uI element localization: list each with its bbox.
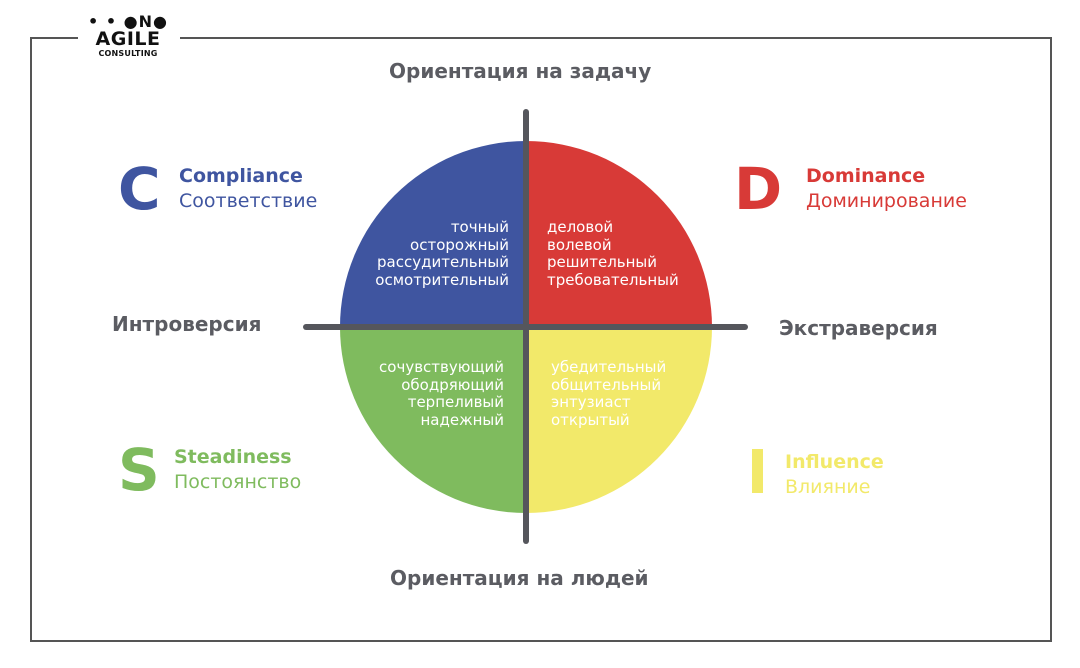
trait: ободряющий	[401, 375, 504, 394]
trait: убедительный	[551, 358, 667, 376]
trait: терпеливый	[407, 393, 504, 411]
axis-label-task-orientation: Ориентация на задачу	[389, 59, 652, 83]
trait: волевой	[547, 235, 612, 254]
agile-consulting-logo: • • ●N● AGILE CONSULTING	[78, 14, 178, 59]
letter-c: C	[118, 155, 161, 223]
trait: общительный	[551, 375, 662, 394]
trait: открытый	[551, 410, 630, 429]
steadiness-title-en: Steadiness	[174, 446, 292, 468]
dominance-title-en: Dominance	[806, 165, 926, 187]
dominance-title-ru: Доминирование	[806, 190, 967, 212]
traits-dominance: деловой волевой решительный требовательн…	[547, 218, 679, 289]
trait: осмотрительный	[375, 270, 509, 289]
axis-label-introversion: Интроверсия	[112, 312, 262, 336]
quadrant-dominance	[526, 141, 712, 327]
trait: сочувствующий	[379, 358, 504, 376]
compliance-title-en: Compliance	[179, 165, 303, 187]
influence-title-ru: Влияние	[785, 476, 871, 498]
traits-compliance: точный осторожный рассудительный осмотри…	[375, 218, 509, 289]
traits-steadiness: сочувствующий ободряющий терпеливый наде…	[379, 358, 504, 429]
trait: решительный	[547, 253, 658, 271]
trait: рассудительный	[377, 253, 509, 271]
quadrant-compliance	[340, 141, 526, 327]
frame-top-left	[30, 37, 78, 39]
letter-s: S	[118, 436, 160, 504]
quadrant-influence	[526, 327, 712, 513]
axis-label-extraversion: Экстраверсия	[779, 316, 938, 340]
logo-consulting: CONSULTING	[98, 49, 158, 58]
steadiness-title-ru: Постоянство	[174, 471, 302, 493]
logo-dots: • • ●N●	[88, 12, 168, 31]
axis-label-people-orientation: Ориентация на людей	[390, 566, 649, 590]
frame-top-right	[180, 37, 1051, 39]
letter-i-bar	[752, 449, 763, 493]
letter-d: D	[734, 155, 783, 223]
trait: точный	[450, 218, 509, 236]
trait: требовательный	[547, 270, 679, 289]
quadrant-steadiness	[340, 327, 526, 513]
logo-agile: AGILE	[95, 28, 161, 50]
frame-bottom	[30, 640, 1052, 642]
traits-influence: убедительный общительный энтузиаст откры…	[551, 358, 667, 429]
frame-right	[1050, 37, 1052, 641]
trait: деловой	[547, 218, 614, 236]
influence-title-en: Influence	[785, 451, 884, 473]
trait: энтузиаст	[551, 393, 631, 411]
compliance-title-ru: Соответствие	[179, 190, 318, 212]
trait: надежный	[420, 410, 504, 429]
frame-left	[30, 37, 32, 641]
trait: осторожный	[410, 235, 509, 254]
